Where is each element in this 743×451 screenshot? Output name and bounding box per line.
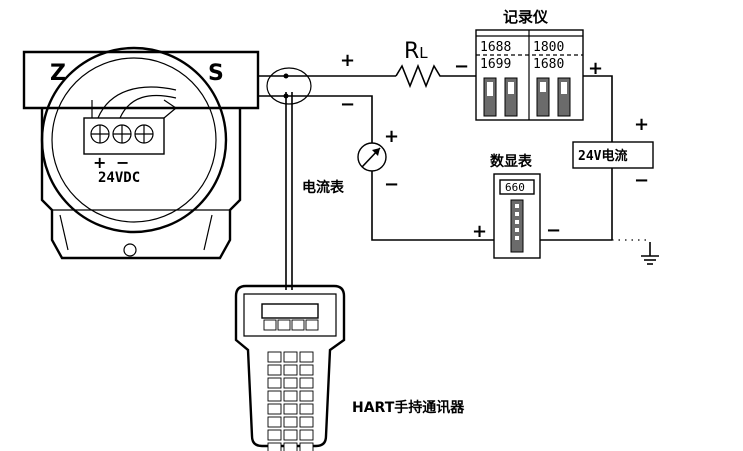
hart-communicator: HART手持通讯器 [234, 284, 465, 451]
resistor-minus-sign: − [454, 56, 469, 77]
hart-key [299, 390, 314, 402]
recorder-title: 记录仪 [503, 8, 549, 26]
hart-key [299, 416, 314, 428]
load-resistor: RL − [404, 39, 469, 77]
ammeter-plus-sign: + [384, 126, 399, 147]
transmitter: Z S + − 24VDC [22, 46, 260, 260]
terminal-screw-1 [90, 124, 110, 144]
terminal-screw-3 [134, 124, 154, 144]
digital-display-minus: − [546, 220, 561, 241]
digital-display-title: 数显表 [490, 153, 533, 170]
hart-key [283, 377, 298, 389]
hart-key [267, 403, 282, 415]
hart-clamp-ring [266, 67, 312, 105]
hart-key [267, 390, 282, 402]
power-supply-minus: − [634, 170, 649, 191]
hart-key [299, 442, 314, 451]
ground-icon [641, 242, 659, 265]
terminal-minus-sign: − [116, 153, 129, 172]
resistor-symbol [395, 63, 450, 89]
hart-key [283, 442, 298, 451]
hart-key [267, 364, 282, 376]
ammeter-minus-sign: − [384, 174, 399, 195]
hart-key [299, 377, 314, 389]
digital-display-screen [499, 179, 535, 195]
hart-key [299, 351, 314, 363]
resistor-label: RL [404, 39, 428, 64]
power-supply-plus: + [634, 114, 649, 135]
hart-key [267, 377, 282, 389]
hart-keypad [267, 351, 314, 451]
recorder-reading-4: 1680 [533, 57, 564, 72]
recorder-reading-1: 1688 [480, 40, 511, 55]
digital-display-meter: 数显表 660 + − [472, 153, 561, 259]
hart-key [267, 351, 282, 363]
recorder: 记录仪 1688 1800 1699 1680 + [475, 8, 603, 121]
recorder-plus-sign: + [588, 58, 603, 79]
ammeter-label: 电流表 [302, 179, 345, 196]
recorder-reading-3: 1699 [480, 57, 511, 72]
hart-key [283, 403, 298, 415]
hart-key [299, 364, 314, 376]
ammeter: + − 电流表 [302, 126, 399, 196]
hart-key [283, 429, 298, 441]
hart-key [283, 390, 298, 402]
hart-screen [261, 303, 319, 319]
terminal-plus-sign: + [93, 153, 106, 172]
hart-key [299, 429, 314, 441]
supply-voltage-label: 24VDC [98, 170, 140, 186]
hart-key [283, 416, 298, 428]
hart-key [267, 429, 282, 441]
wires [258, 63, 650, 290]
power-supply-label: 24V电流 [578, 148, 627, 164]
hart-key [283, 351, 298, 363]
power-supply: 24V电流 + − [572, 114, 654, 191]
transmitter-label-s: S [208, 61, 224, 86]
hart-key [267, 442, 282, 451]
hart-communicator-label: HART手持通讯器 [352, 399, 465, 416]
transmitter-label-z: Z [50, 61, 66, 86]
recorder-reading-2: 1800 [533, 40, 564, 55]
wire-plus-sign: + [340, 50, 355, 71]
hart-key [267, 416, 282, 428]
hart-key [299, 403, 314, 415]
terminal-screw-2 [112, 124, 132, 144]
hart-key [283, 364, 298, 376]
digital-display-value: 660 [505, 181, 525, 194]
loop-minus-sign: − [340, 94, 355, 115]
digital-display-plus: + [472, 221, 487, 242]
